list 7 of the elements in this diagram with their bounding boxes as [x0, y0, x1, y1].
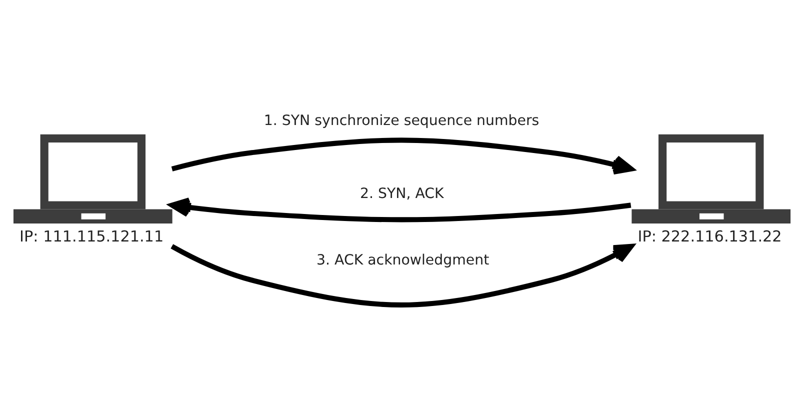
node-label: IP: 111.115.121.11: [20, 227, 164, 246]
edge-label: 2. SYN, ACK: [360, 185, 444, 202]
arrow: [170, 243, 634, 307]
node-label: IP: 222.116.131.22: [638, 227, 782, 246]
arrow: [171, 137, 634, 174]
edge-label: 1. SYN synchronize sequence numbers: [264, 112, 540, 129]
edge-label: 3. ACK acknowledgment: [316, 252, 490, 268]
